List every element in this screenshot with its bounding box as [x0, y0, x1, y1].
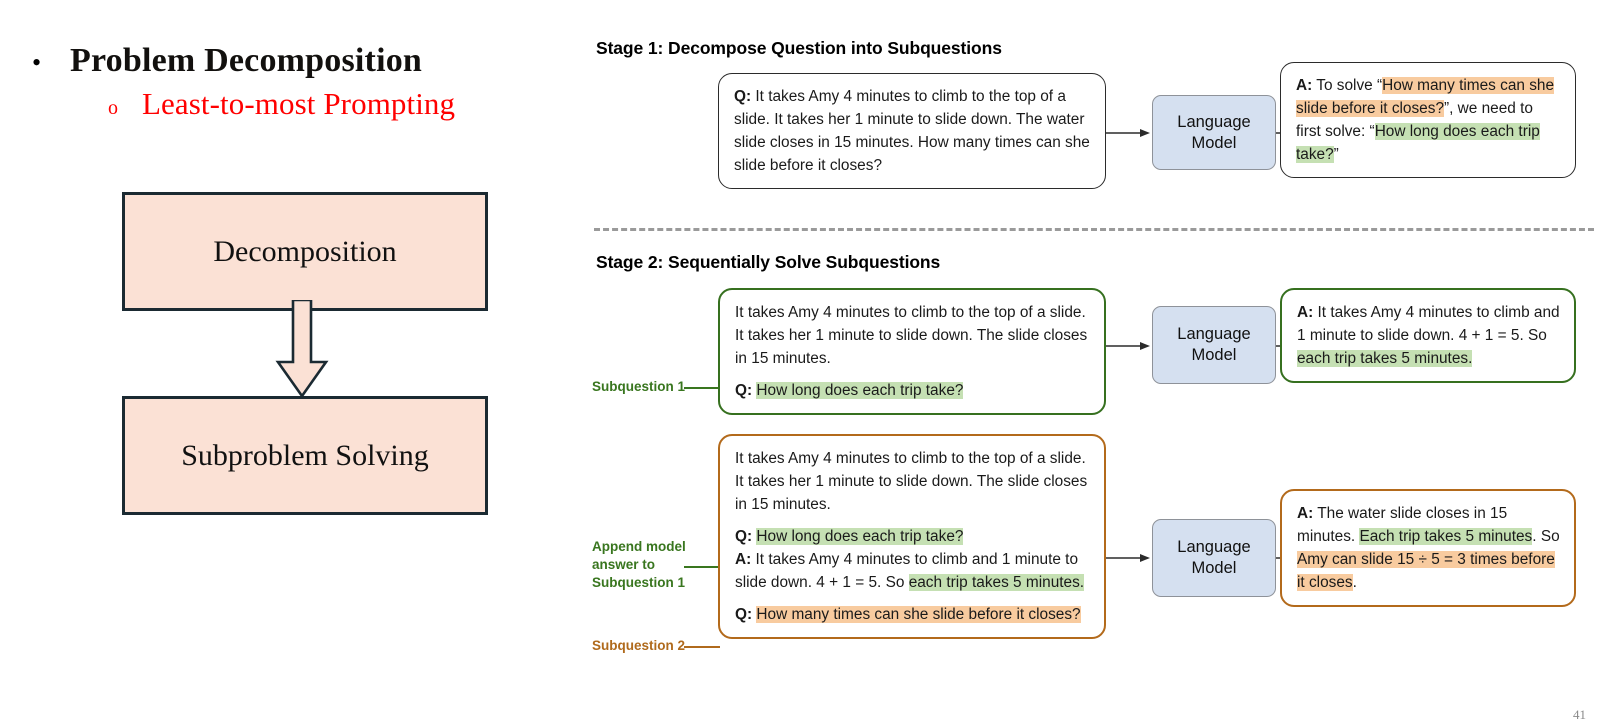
label-append-model-answer: Append model answer to Subquestion 1: [592, 539, 686, 590]
stage2-row2-answer-text: The water slide closes in 15 minutes. Ea…: [1297, 505, 1560, 591]
label-subquestion-2: Subquestion 2: [592, 638, 686, 653]
stage-divider: [594, 228, 1594, 231]
stage2-row1-question-prefix: Q:: [735, 382, 753, 399]
leader-line-subquestion-2: [684, 646, 720, 648]
stage2-row2-q2-prefix: Q:: [735, 606, 753, 623]
bullet-dot-icon: •: [32, 48, 42, 77]
language-model-label-1: Language Model: [1177, 112, 1251, 152]
bullet-ring-icon: o: [108, 97, 118, 119]
stage1-title: Stage 1: Decompose Question into Subques…: [596, 38, 1002, 58]
stage2-row2-context: It takes Amy 4 minutes to climb to the t…: [735, 450, 1088, 513]
method-figure-panel: Stage 1: Decompose Question into Subques…: [580, 0, 1600, 725]
language-model-node-1: Language Model: [1152, 95, 1276, 170]
stage2-row2-answer-bubble: A: The water slide closes in 15 minutes.…: [1280, 489, 1576, 607]
stage2-title: Stage 2: Sequentially Solve Subquestions: [596, 252, 941, 272]
language-model-node-2: Language Model: [1152, 306, 1276, 384]
flow-box-subproblem-solving: Subproblem Solving: [122, 396, 488, 515]
stage2-row1-answer-text: It takes Amy 4 minutes to climb and 1 mi…: [1297, 304, 1560, 367]
leader-line-append: [684, 566, 720, 568]
flow-down-arrow-icon: [275, 300, 329, 399]
label-subquestion-1: Subquestion 1: [592, 379, 686, 394]
flow-box-decomposition-label: Decomposition: [213, 234, 397, 268]
language-model-label-3: Language Model: [1177, 538, 1251, 577]
stage1-answer-bubble: A: To solve “How many times can she slid…: [1280, 62, 1576, 178]
language-model-label-2: Language Model: [1177, 325, 1251, 364]
page-number: 41: [1573, 707, 1586, 722]
stage1-question-bubble: Q: It takes Amy 4 minutes to climb to th…: [718, 73, 1106, 189]
stage2-row2-answer-prefix: A:: [1297, 505, 1314, 522]
arrow-right-icon: [1106, 342, 1150, 350]
stage2-row2-a1-prefix: A:: [735, 551, 752, 568]
stage2-row1-answer-bubble: A: It takes Amy 4 minutes to climb and 1…: [1280, 288, 1576, 383]
stage1-answer-text: To solve “How many times can she slide b…: [1296, 77, 1555, 163]
stage2-row1-question-text: How long does each trip take?: [756, 382, 964, 399]
outline-item-level1: • Problem Decomposition: [32, 42, 422, 80]
stage2-row2-a1-text: It takes Amy 4 minutes to climb and 1 mi…: [735, 551, 1085, 591]
stage1-question-prefix: Q:: [734, 88, 752, 105]
arrow-right-icon: [1106, 129, 1150, 137]
slide-left-panel: • Problem Decomposition o Least-to-most …: [0, 0, 580, 725]
leader-line-subquestion-1: [684, 387, 720, 389]
stage1-answer-prefix: A:: [1296, 77, 1313, 94]
stage2-row1-context: It takes Amy 4 minutes to climb to the t…: [735, 304, 1088, 367]
stage2-row2-q2-text: How many times can she slide before it c…: [756, 606, 1081, 623]
flow-box-decomposition: Decomposition: [122, 192, 488, 311]
stage2-row2-q1-prefix: Q:: [735, 528, 753, 545]
outline-level2-label: Least-to-most Prompting: [142, 86, 456, 121]
stage2-row1-answer-prefix: A:: [1297, 304, 1314, 321]
outline-item-level2: o Least-to-most Prompting: [108, 86, 455, 122]
stage2-row2-q1-text: How long does each trip take?: [756, 528, 964, 545]
stage1-question-text: It takes Amy 4 minutes to climb to the t…: [734, 88, 1090, 174]
outline-level1-label: Problem Decomposition: [70, 42, 423, 79]
stage2-row1-prompt-bubble: It takes Amy 4 minutes to climb to the t…: [718, 288, 1106, 415]
language-model-node-3: Language Model: [1152, 519, 1276, 597]
arrow-right-icon: [1106, 554, 1150, 562]
flow-box-subproblem-label: Subproblem Solving: [181, 438, 429, 472]
stage2-row2-prompt-bubble: It takes Amy 4 minutes to climb to the t…: [718, 434, 1106, 639]
